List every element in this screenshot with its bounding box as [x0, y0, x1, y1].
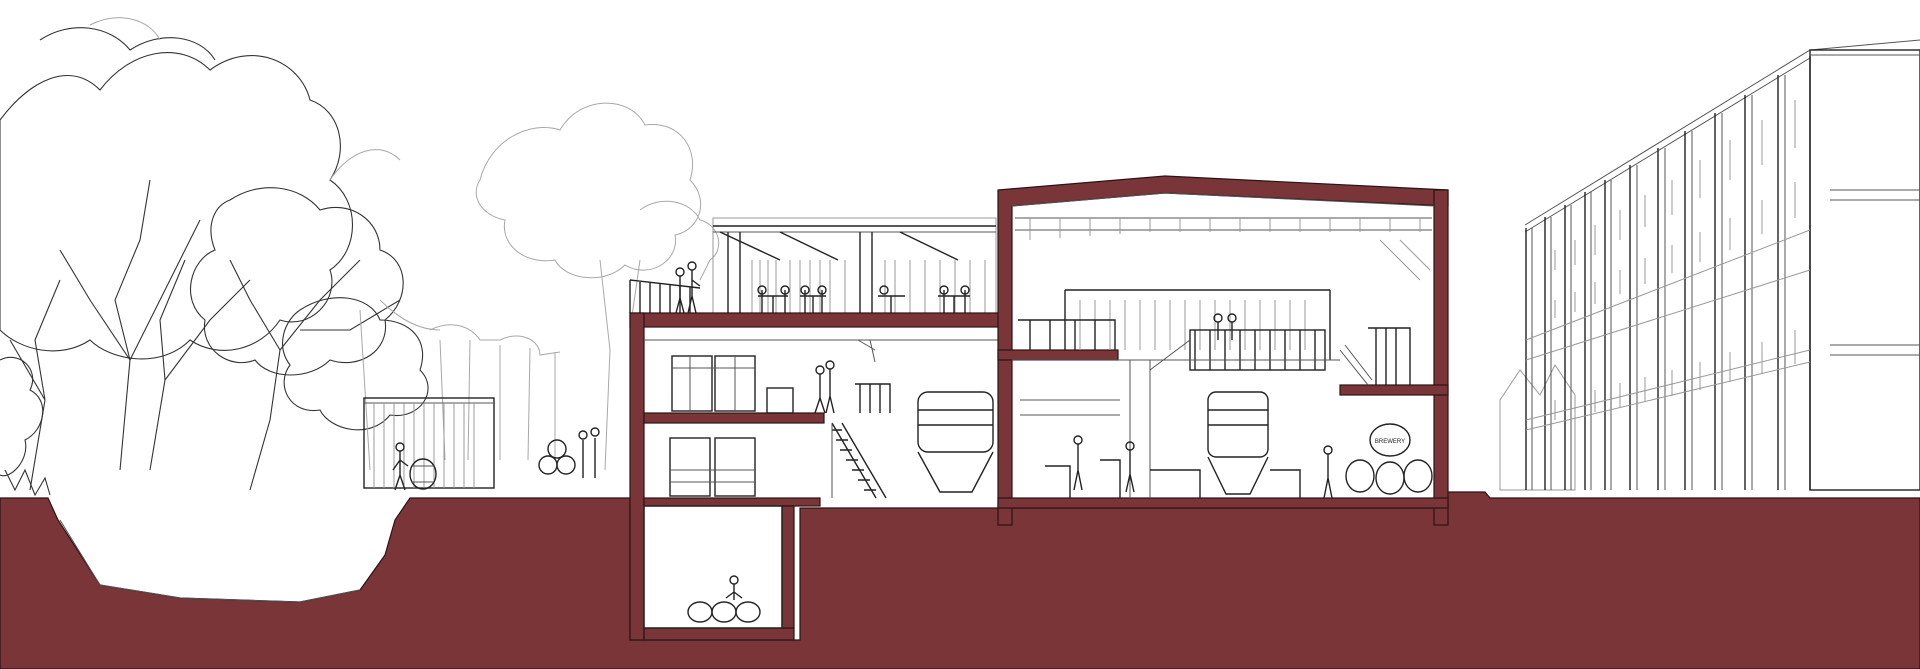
fermenter-tank-left: [917, 391, 994, 493]
brewery-brewhouse: BREWERY: [917, 175, 1449, 526]
fermenter-tank-right: [1207, 391, 1269, 495]
garden-shed: [363, 397, 495, 489]
brewers: [1073, 435, 1135, 493]
brewery-left-block: [629, 217, 1001, 641]
cellar-barrels: [687, 575, 761, 623]
barrel-sign-text: BREWERY: [1375, 439, 1405, 445]
terrace-tables: [757, 285, 970, 313]
terrace-people: [675, 261, 701, 314]
ground-cut: [0, 491, 1920, 669]
context-building-right: [1499, 39, 1920, 491]
worker-upper: [814, 360, 835, 414]
person-with-barrel: [392, 442, 437, 491]
earth-hollow: [59, 519, 361, 603]
tree-cluster-left: [0, 27, 441, 497]
barrel-stack-outdoor: [538, 427, 600, 478]
tasting-area: BREWERY: [1323, 423, 1433, 499]
tree-cluster-background: [89, 17, 720, 471]
